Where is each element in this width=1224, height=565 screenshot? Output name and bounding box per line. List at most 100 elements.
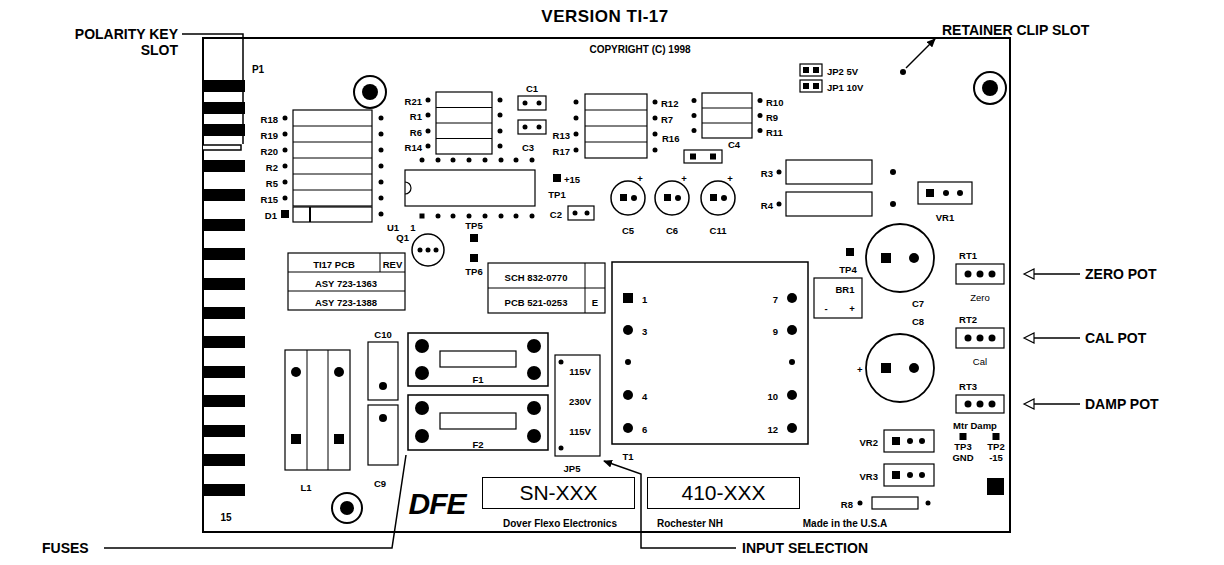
pad-dot [890,201,896,207]
pad-square [803,67,809,73]
transistor-symbol [412,234,444,266]
pad-dot [291,367,301,377]
label-slot: JP2 5V [827,61,858,79]
silkscreen-label: C11 [710,225,727,236]
pad-dot [907,438,913,444]
pad-dot [379,116,384,121]
pad-dot [789,359,795,365]
silkscreen-label: C3 [522,142,534,153]
fuse-symbol [440,413,516,429]
edge-pad [203,219,245,231]
pad-dot [530,158,535,163]
pad-dot [514,214,519,219]
silkscreen-label: C9 [374,478,386,489]
pad-dot [379,148,384,153]
silkscreen-label: TP6 [465,266,482,277]
silkscreen-label: TP5 [465,220,482,231]
silkscreen-label: + [637,173,643,184]
silkscreen-label: R12 [661,98,678,109]
pad-dot [919,438,925,444]
resistor-symbol [436,92,492,154]
fuse-symbol [440,351,516,367]
fuse-clip [527,401,541,415]
silkscreen-label: PCB 521-0253 [505,297,568,308]
silkscreen-label: + [681,173,687,184]
label-slot: C2 [550,204,562,222]
silkscreen-label: + [849,303,855,314]
label-slot: TP6 [465,261,482,279]
silkscreen-label: P1 [252,64,264,75]
silkscreen-label: R11 [766,127,783,138]
label-slot: ZERO POT [1085,265,1157,283]
pad-dot [498,98,503,103]
capacitor-symbol [518,96,546,110]
capacitor-symbol [866,224,934,292]
pad-dot [426,113,431,118]
silkscreen-label: 7 [773,294,778,305]
silkscreen-label: R13 [553,130,570,141]
label-slot: R19 [261,125,278,143]
silkscreen-label: L1 [300,482,311,493]
label-slot: R17 [553,141,570,159]
test-point [960,433,967,440]
fuse-holder [408,395,548,450]
pad-dot [434,248,439,253]
pad-dot [559,446,564,451]
pad-dot [537,125,542,130]
silkscreen-label: VR1 [936,212,954,223]
pad-dot [909,253,919,263]
silkscreen-label: F1 [472,374,483,385]
edge-pad [203,425,245,437]
pad-dot [499,214,504,219]
callout-label: RETAINER CLIP SLOT [942,22,1089,38]
pad-dot [977,271,984,278]
label-slot: VR3 [860,466,878,484]
label-slot: R3 [761,163,773,181]
pad-dot [631,195,637,201]
capacitor-symbol [368,405,398,465]
fuse-clip [415,366,429,380]
edge-pad [203,366,245,378]
resistor-symbol [872,497,918,509]
test-point [553,174,561,182]
pad-dot [653,132,658,137]
silkscreen-label: C10 [374,329,391,340]
silkscreen-label: ASY 723-1363 [315,278,377,289]
edge-pad [203,102,245,114]
pad-dot [379,164,384,169]
leader-line [1034,403,1080,405]
pad-dot [436,158,441,163]
label-slot: Rochester NH [657,513,723,531]
info-table [288,253,405,291]
pad-dot [420,158,425,163]
silkscreen-label: Made in the U.S.A [803,518,887,529]
edge-pad [203,454,245,466]
label-slot: Cal [973,351,987,369]
pad-dot [499,158,504,163]
pad-dot [283,116,288,121]
test-point [470,254,478,262]
label-slot: + [637,168,643,186]
silkscreen-label: C7 [912,298,924,309]
pad-dot [451,214,456,219]
label-slot: 1 [642,289,647,307]
leader-line [182,34,243,144]
pad-dot [559,360,564,365]
silkscreen-label: BR1 [835,284,854,295]
silkscreen-label: Dover Flexo Electronics [503,518,617,529]
pad-dot [989,401,996,408]
pad-dot [721,195,727,201]
silkscreen-label: D1 [265,210,277,221]
diode-symbol [293,207,372,222]
silkscreen-label: VR3 [860,471,878,482]
pad-square [803,83,809,89]
label-slot: DFE [409,487,466,522]
pad-dot [623,423,633,433]
pad-square [881,253,891,263]
label-slot: +15 [564,169,580,187]
label-slot: 230V [569,391,591,409]
label-slot: C8 [912,311,924,329]
transformer-symbol [612,262,808,444]
pad-dot [692,98,697,103]
pad-dot [426,248,431,253]
